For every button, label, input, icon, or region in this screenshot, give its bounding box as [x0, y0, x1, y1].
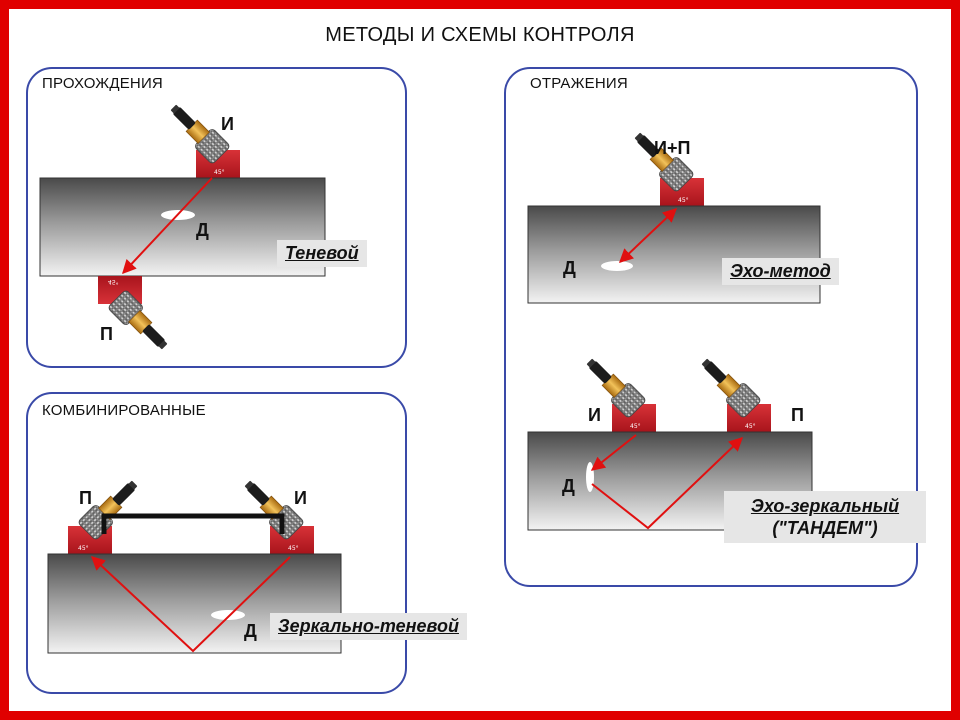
panel-transmission-title: ПРОХОЖДЕНИЯ: [42, 75, 163, 92]
panel-reflection: [504, 67, 918, 587]
label-defect: Д: [196, 220, 209, 240]
defect-shape: [211, 610, 245, 620]
beam: [90, 556, 291, 653]
label-receiver: П: [79, 488, 92, 508]
echo-diagram: [527, 125, 821, 304]
panel-combined-title: КОМБИНИРОВАННЫЕ: [42, 402, 206, 419]
label-receiver: П: [100, 324, 113, 344]
label-receiver: П: [791, 405, 804, 425]
method-mirror-shadow: Зеркально-теневой: [270, 613, 467, 640]
method-echo: Эхо-метод: [722, 258, 839, 285]
beam: [122, 177, 213, 275]
label-emitter: И: [588, 405, 601, 425]
label-transducer: И+П: [654, 138, 691, 158]
connecting-cable: [101, 513, 285, 534]
panel-reflection-title: ОТРАЖЕНИЯ: [530, 75, 628, 92]
method-tandem-line2: ("ТАНДЕМ"): [772, 518, 878, 538]
label-emitter: И: [294, 488, 307, 508]
tandem-receiver-probe-icon: [694, 351, 772, 433]
panel-transmission: [26, 67, 407, 368]
label-defect: Д: [244, 621, 257, 641]
page-title: МЕТОДЫ И СХЕМЫ КОНТРОЛЯ: [325, 24, 635, 46]
label-defect: Д: [562, 476, 575, 496]
transmission-diagram: [39, 97, 326, 357]
test-block: [527, 205, 821, 304]
panel-combined: [26, 392, 407, 694]
method-shadow: Теневой: [277, 240, 367, 267]
method-tandem-line1: Эхо-зеркальный: [750, 496, 900, 516]
label-emitter: И: [221, 114, 234, 134]
beam: [618, 208, 678, 263]
emitter-probe-icon: [163, 97, 241, 179]
defect-shape: [601, 261, 633, 271]
method-tandem: Эхо-зеркальный ("ТАНДЕМ"): [724, 491, 926, 543]
defect-shape: [586, 462, 594, 492]
label-defect: Д: [563, 258, 576, 278]
